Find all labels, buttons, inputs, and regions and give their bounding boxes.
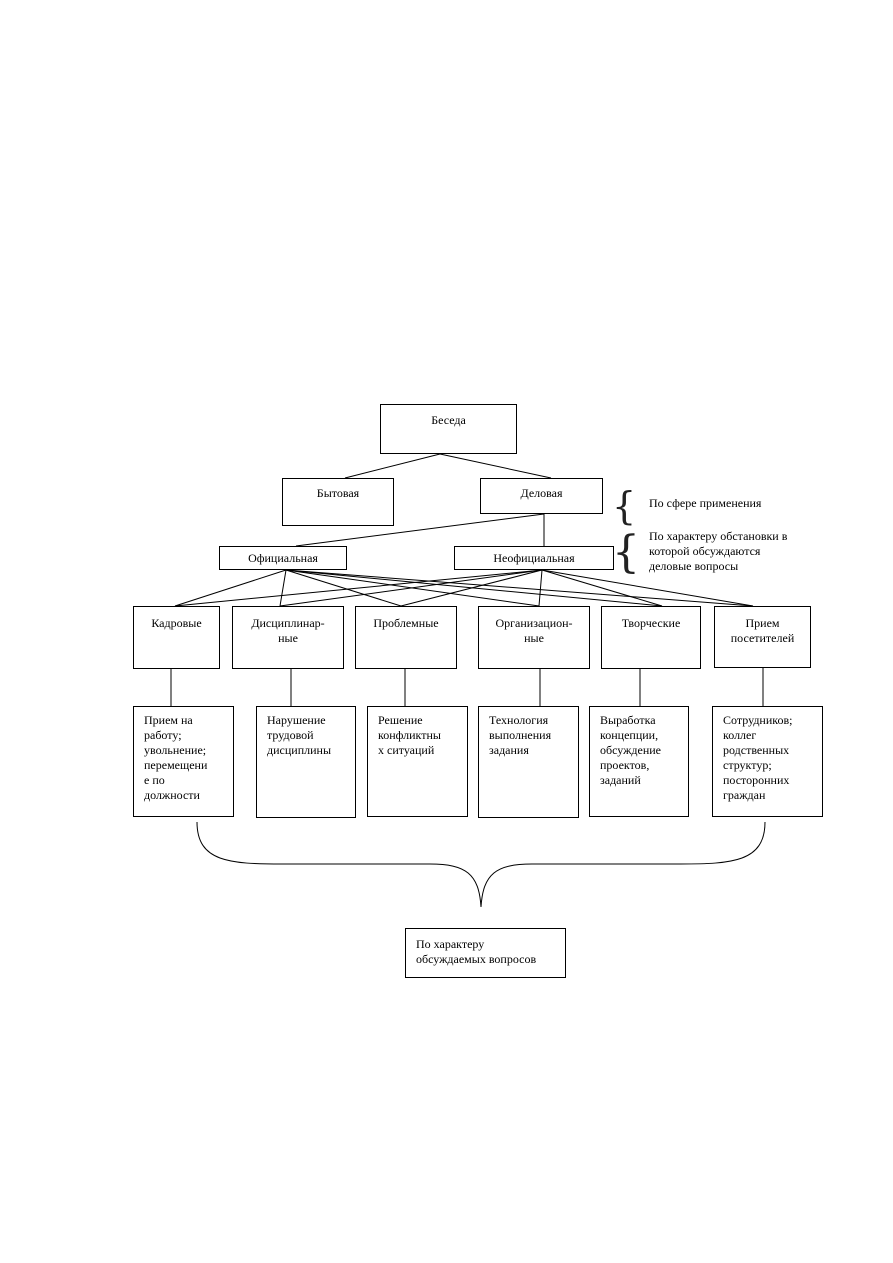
annotation-sphere: По сфере применения xyxy=(649,496,762,510)
category-label: Дисциплинар- ные xyxy=(251,616,325,645)
category-organizacionnye: Организацион- ные xyxy=(478,606,590,669)
summary-text: По характеру обсуждаемых вопросов xyxy=(416,937,537,966)
category-kadrovye: Кадровые xyxy=(133,606,220,669)
annotation-situation: По характеру обстановки в которой обсужд… xyxy=(649,529,788,573)
brace-sphere: { xyxy=(612,484,637,528)
category-disciplinarnye: Дисциплинар- ные xyxy=(232,606,344,669)
detail-text: Решение конфликтны х ситуаций xyxy=(378,713,441,757)
category-label: Организацион- ные xyxy=(495,616,573,645)
node-beseda-label: Беседа xyxy=(431,413,466,427)
brace-situation: { xyxy=(612,527,640,578)
detail-text: Нарушение трудовой дисциплины xyxy=(267,713,332,757)
category-tvorcheskie: Творческие xyxy=(601,606,701,669)
category-priem-posetitelej: Прием посетителей xyxy=(714,606,811,668)
detail-organizacionnye: Технология выполнения задания xyxy=(478,706,579,818)
detail-tvorcheskie: Выработка концепции, обсуждение проектов… xyxy=(589,706,689,817)
detail-priem-posetitelej: Сотрудников; коллег родственных структур… xyxy=(712,706,823,817)
detail-text: Сотрудников; коллег родственных структур… xyxy=(723,713,793,802)
category-label: Творческие xyxy=(621,616,681,630)
node-delovaya-label: Деловая xyxy=(520,486,563,500)
detail-text: Прием на работу; увольнение; перемещени … xyxy=(144,713,208,802)
node-beseda: Беседа xyxy=(380,404,517,454)
node-delovaya: Деловая xyxy=(480,478,603,514)
node-oficialnaya-label: Официальная xyxy=(248,551,318,565)
summary-box: По характеру обсуждаемых вопросов xyxy=(405,928,566,978)
node-neoficialnaya-label: Неофициальная xyxy=(493,551,575,565)
category-label: Проблемные xyxy=(373,616,439,630)
detail-text: Технология выполнения задания xyxy=(489,713,552,757)
node-oficialnaya: Официальная xyxy=(219,546,347,570)
category-problemnye: Проблемные xyxy=(355,606,457,669)
category-label: Прием посетителей xyxy=(730,616,795,645)
node-bytovaya-label: Бытовая xyxy=(316,486,360,500)
detail-disciplinarnye: Нарушение трудовой дисциплины xyxy=(256,706,356,818)
category-label: Кадровые xyxy=(151,616,202,630)
detail-problemnye: Решение конфликтны х ситуаций xyxy=(367,706,468,817)
node-neoficialnaya: Неофициальная xyxy=(454,546,614,570)
detail-kadrovye: Прием на работу; увольнение; перемещени … xyxy=(133,706,234,817)
node-bytovaya: Бытовая xyxy=(282,478,394,526)
detail-text: Выработка концепции, обсуждение проектов… xyxy=(600,713,662,787)
